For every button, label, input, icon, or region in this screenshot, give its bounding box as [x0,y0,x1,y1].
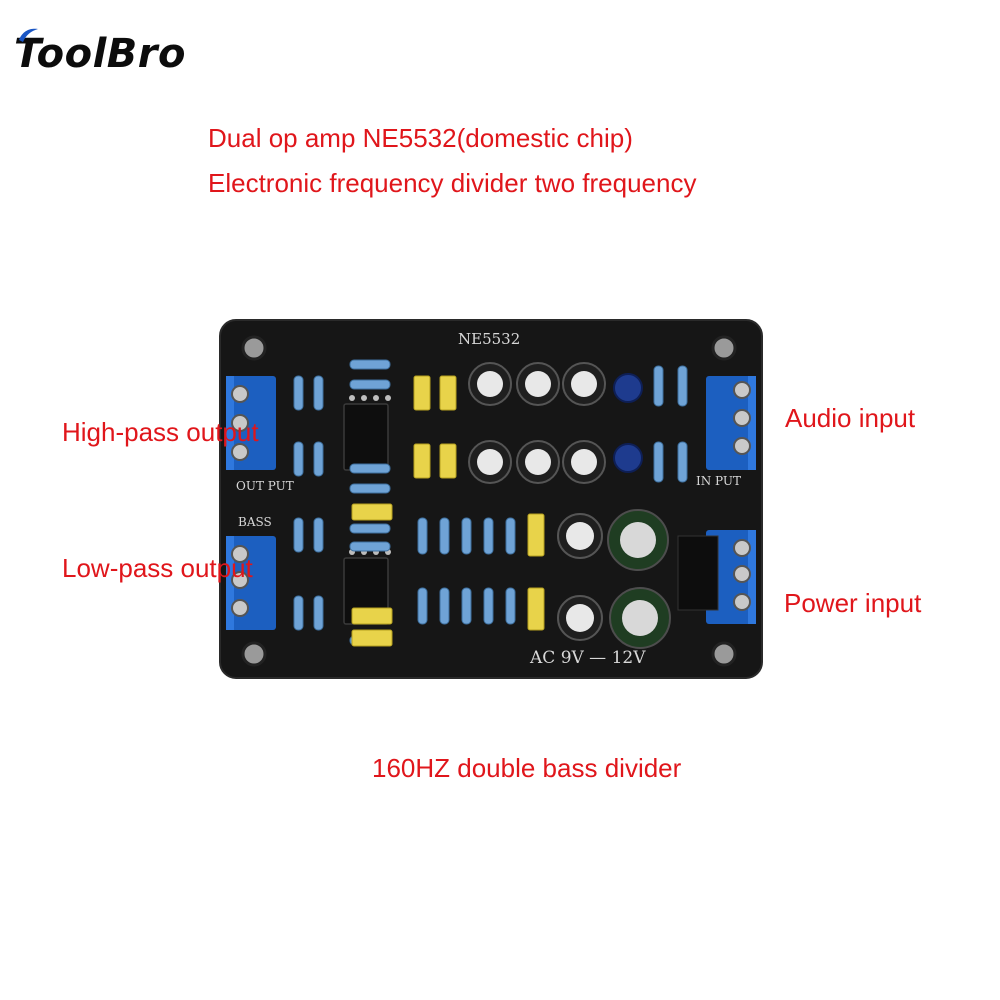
silk-input-label: IN PUT [696,474,742,488]
high-pass-output-label: High-pass output [62,417,259,447]
audio-input-label: Audio input [785,403,916,433]
headline-divider: Electronic frequency divider two frequen… [208,168,697,198]
electrolytic-capacitor-icon [468,362,671,649]
silk-output-label: OUT PUT [236,479,294,493]
headline-chip: Dual op amp NE5532(domestic chip) [208,123,633,153]
power-input-label: Power input [784,588,922,618]
brand-logo: ToolBro [14,28,186,77]
silk-bass-label: BASS [238,515,272,529]
logo-swoosh-icon [19,28,38,42]
chip-marking: NE5532 [458,330,521,348]
footer-caption: 160HZ double bass divider [372,753,682,783]
output-terminal-icon [226,376,276,630]
logo-text: ToolBro [14,31,186,77]
silk-voltage-label: AC 9V — 12V [530,648,646,668]
pcb-board [219,319,763,679]
low-pass-output-label: Low-pass output [62,553,253,583]
